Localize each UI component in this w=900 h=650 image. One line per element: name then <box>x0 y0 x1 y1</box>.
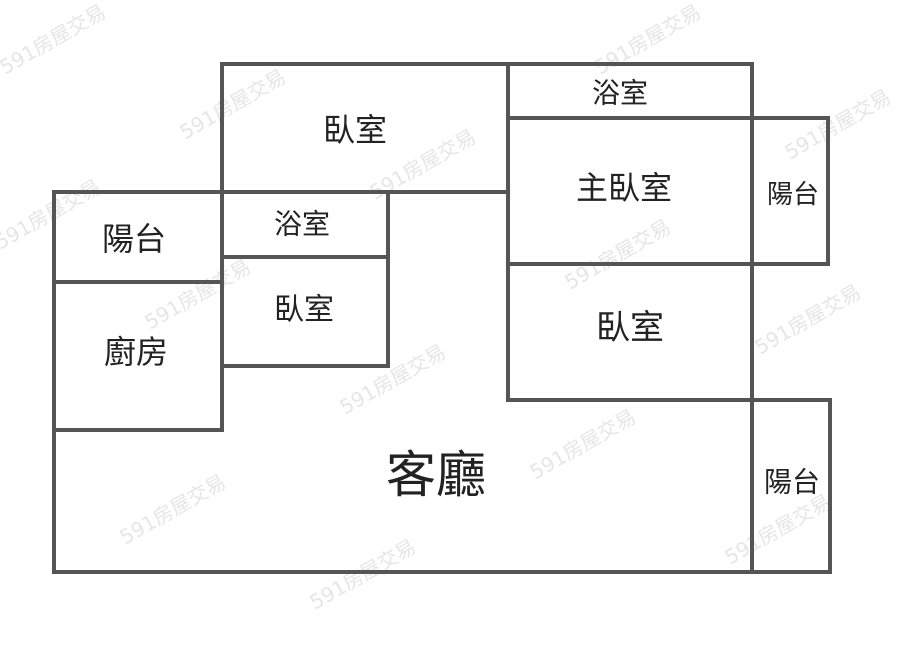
watermark: 591房屋交易 <box>306 534 420 614</box>
watermark: 591房屋交易 <box>141 254 255 334</box>
room-label-balcony-right-top: 陽台 <box>767 180 819 210</box>
watermark: 591房屋交易 <box>176 64 290 144</box>
room-label-bedroom-top: 臥室 <box>323 111 387 149</box>
wall-top-block <box>220 62 754 402</box>
room-label-kitchen: 廚房 <box>104 333 168 371</box>
room-label-bath-top-right: 浴室 <box>592 77 648 110</box>
watermark: 591房屋交易 <box>336 339 450 419</box>
room-label-bedroom-middle: 臥室 <box>274 293 334 328</box>
room-label-bedroom-right: 臥室 <box>596 308 664 348</box>
walls <box>52 62 832 574</box>
watermark: 591房屋交易 <box>751 279 865 359</box>
watermark: 591房屋交易 <box>781 84 895 164</box>
room-label-living-room: 客廳 <box>386 446 486 504</box>
watermark: 591房屋交易 <box>0 0 110 79</box>
watermark: 591房屋交易 <box>591 0 705 79</box>
room-label-bath-middle: 浴室 <box>274 208 330 241</box>
room-labels: 臥室 浴室 主臥室 陽台 陽台 浴室 臥室 臥室 廚房 客廳 陽台 <box>102 77 820 505</box>
watermark: 591房屋交易 <box>561 214 675 294</box>
room-label-balcony-left: 陽台 <box>102 220 166 258</box>
room-label-balcony-right-bottom: 陽台 <box>764 466 820 499</box>
wall-outer <box>52 190 832 574</box>
watermark-group: 591房屋交易 591房屋交易 591房屋交易 591房屋交易 591房屋交易 … <box>0 0 895 614</box>
watermark: 591房屋交易 <box>116 469 230 549</box>
watermark: 591房屋交易 <box>526 404 640 484</box>
room-label-master-bedroom: 主臥室 <box>576 169 672 207</box>
wall-balcony-right-top <box>750 116 830 266</box>
watermark: 591房屋交易 <box>721 489 835 569</box>
